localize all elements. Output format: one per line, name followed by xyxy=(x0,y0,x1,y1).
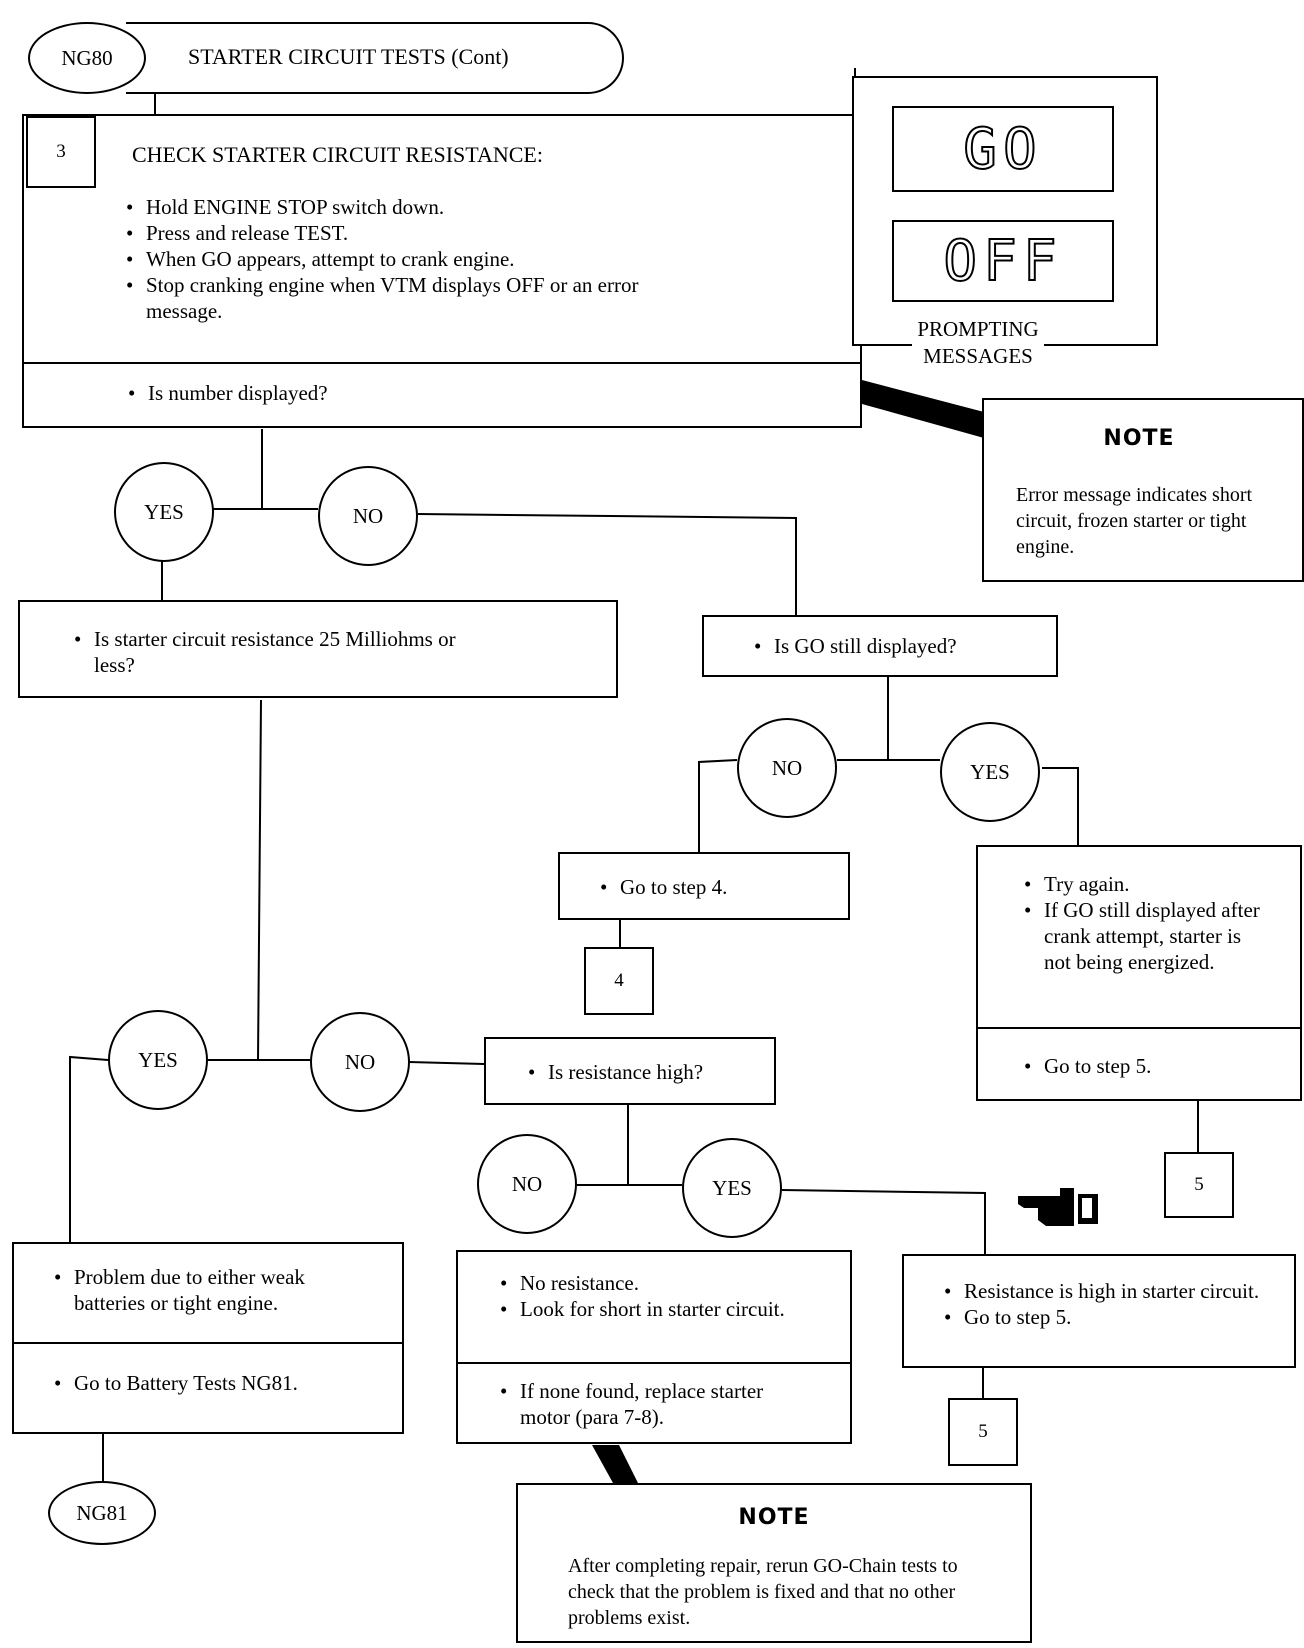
header-banner xyxy=(126,22,624,94)
no-circle: NO xyxy=(318,466,418,566)
no-circle: NO xyxy=(477,1134,577,1234)
try-again-action-text: Go to step 5. xyxy=(1020,1053,1270,1079)
no-resistance-bullet: No resistance. xyxy=(496,1270,796,1296)
resistance-high-bullet: Go to step 5. xyxy=(940,1304,1270,1330)
note-text: Error message indicates short circuit, f… xyxy=(1016,484,1253,558)
step5-reference: 5 xyxy=(948,1398,1018,1466)
question-go-displayed-box: Is GO still displayed? xyxy=(702,615,1058,677)
step3-bullet: When GO appears, attempt to crank engine… xyxy=(122,246,642,272)
no-resistance-box: No resistance. Look for short in starter… xyxy=(456,1250,852,1444)
step3-box: 3 CHECK STARTER CIRCUIT RESISTANCE: Hold… xyxy=(22,114,862,428)
no-circle: NO xyxy=(737,718,837,818)
note-box-error-message: NOTE Error message indicates short circu… xyxy=(982,398,1304,582)
action-list: Go to step 4. xyxy=(596,874,836,900)
header-code: NG80 xyxy=(61,45,113,70)
goto-step4-text: Go to step 4. xyxy=(596,874,836,900)
header-code-oval: NG80 xyxy=(28,22,146,94)
yes-circle: YES xyxy=(940,722,1040,822)
no-resistance-divider xyxy=(458,1362,850,1364)
step3-question-text: Is number displayed? xyxy=(124,380,624,406)
weak-batteries-action: Go to Battery Tests NG81. xyxy=(50,1370,390,1396)
weak-batteries-box: Problem due to either weak batteries or … xyxy=(12,1242,404,1434)
note-heading: NOTE xyxy=(1103,426,1175,451)
step3-bullets: Hold ENGINE STOP switch down. Press and … xyxy=(122,194,642,324)
ng81-reference: NG81 xyxy=(48,1481,156,1545)
question-list: Is starter circuit resistance 25 Millioh… xyxy=(70,626,490,678)
no-circle: NO xyxy=(310,1012,410,1112)
no-resistance-bullets: No resistance. Look for short in starter… xyxy=(496,1270,796,1322)
step4-reference: 4 xyxy=(584,947,654,1015)
weak-batteries-divider xyxy=(14,1342,402,1344)
question-resistance-high: Is resistance high? xyxy=(524,1059,764,1085)
page-title: STARTER CIRCUIT TESTS (Cont) xyxy=(188,44,509,69)
step3-bullet: Hold ENGINE STOP switch down. xyxy=(122,194,642,220)
question-resistance-25-box: Is starter circuit resistance 25 Millioh… xyxy=(18,600,618,698)
prompting-messages-label: PROMPTING MESSAGES xyxy=(912,316,1044,370)
try-again-bullet: Try again. xyxy=(1020,871,1270,897)
weak-batteries-text-list: Problem due to either weak batteries or … xyxy=(50,1264,370,1316)
resistance-high-bullets: Resistance is high in starter circuit. G… xyxy=(940,1278,1270,1330)
step3-bullet: Press and release TEST. xyxy=(122,220,642,246)
yes-circle: YES xyxy=(682,1138,782,1238)
step3-question: Is number displayed? xyxy=(124,380,624,406)
no-resistance-bullet: Look for short in starter circuit. xyxy=(496,1296,796,1322)
try-again-bullets: Try again. If GO still displayed after c… xyxy=(1020,871,1270,975)
question-go-displayed: Is GO still displayed? xyxy=(750,633,1050,659)
try-again-bullet: If GO still displayed after crank attemp… xyxy=(1020,897,1270,975)
resistance-high-bullet: Resistance is high in starter circuit. xyxy=(940,1278,1270,1304)
pointing-hand-icon xyxy=(1016,1186,1102,1228)
weak-batteries-action-list: Go to Battery Tests NG81. xyxy=(50,1370,390,1396)
question-list: Is GO still displayed? xyxy=(750,633,1050,659)
try-again-action: Go to step 5. xyxy=(1020,1053,1270,1079)
note-box-after-repair: NOTE After completing repair, rerun GO-C… xyxy=(516,1483,1032,1643)
try-again-divider xyxy=(978,1027,1300,1029)
yes-circle: YES xyxy=(108,1010,208,1110)
weak-batteries-text: Problem due to either weak batteries or … xyxy=(50,1264,370,1316)
step3-title: CHECK STARTER CIRCUIT RESISTANCE: xyxy=(132,142,543,167)
resistance-high-box: Resistance is high in starter circuit. G… xyxy=(902,1254,1296,1368)
step3-bullet: Stop cranking engine when VTM displays O… xyxy=(122,272,642,324)
vtm-display-off: OFF xyxy=(892,220,1114,302)
note-heading: NOTE xyxy=(738,1505,810,1530)
yes-circle: YES xyxy=(114,462,214,562)
step3-number: 3 xyxy=(26,116,96,188)
no-resistance-action-list: If none found, replace starter motor (pa… xyxy=(496,1378,816,1430)
try-again-box: Try again. If GO still displayed after c… xyxy=(976,845,1302,1101)
no-resistance-action: If none found, replace starter motor (pa… xyxy=(496,1378,816,1430)
goto-step4-box: Go to step 4. xyxy=(558,852,850,920)
step3-divider xyxy=(24,362,860,364)
question-resistance-high-box: Is resistance high? xyxy=(484,1037,776,1105)
step5-reference: 5 xyxy=(1164,1152,1234,1218)
question-resistance-25: Is starter circuit resistance 25 Millioh… xyxy=(70,626,490,678)
question-list: Is resistance high? xyxy=(524,1059,764,1085)
vtm-display-go: GO xyxy=(892,106,1114,192)
note-text: After completing repair, rerun GO-Chain … xyxy=(568,1555,958,1629)
